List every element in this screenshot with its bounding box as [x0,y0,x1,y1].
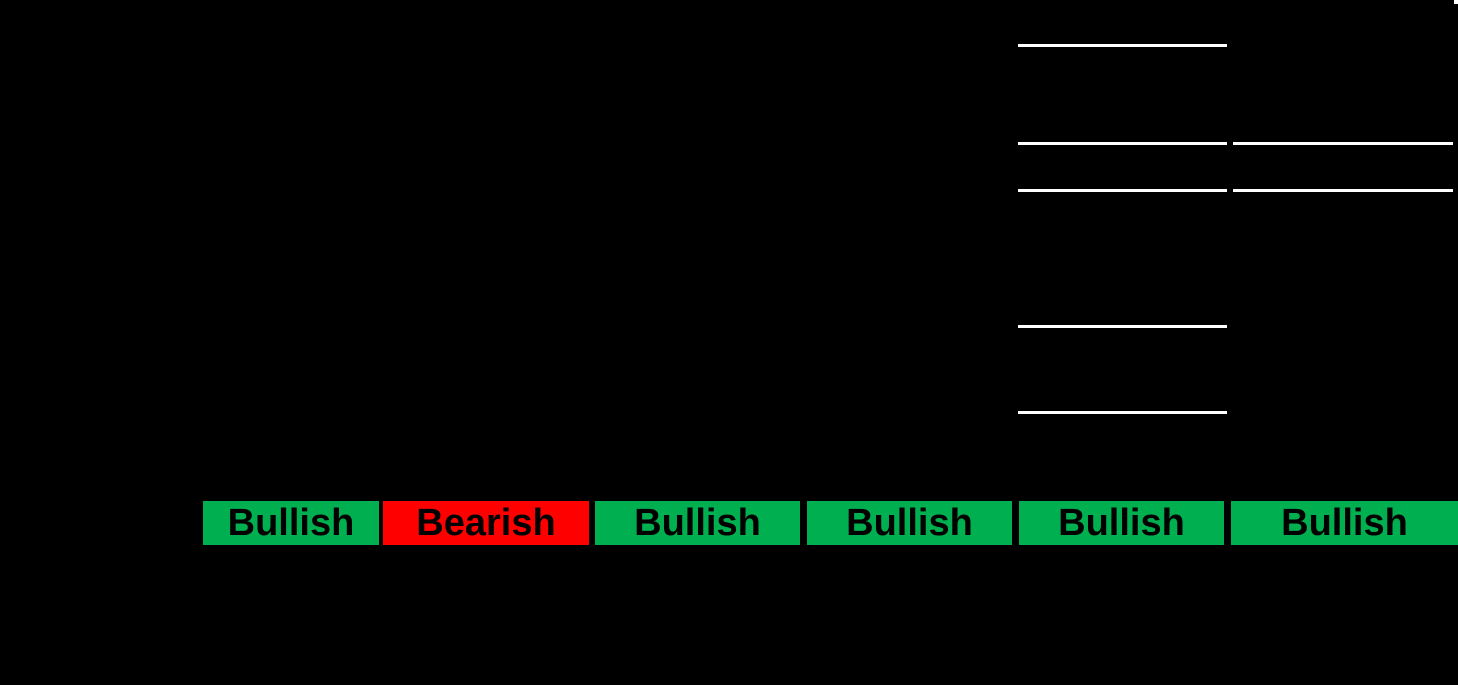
underline-col6-row2 [1233,142,1453,145]
underline-col5-row4 [1018,325,1227,328]
signal-cell-2: Bearish [383,501,589,545]
signal-cell-4: Bullish [807,501,1012,545]
underline-col5-row5 [1018,411,1227,414]
signal-cell-1: Bullish [203,501,379,545]
signal-cell-5: Bullish [1019,501,1224,545]
signal-cell-6: Bullish [1231,501,1458,545]
underline-col5-row1 [1018,44,1227,47]
underline-col5-row3 [1018,189,1227,192]
signal-row: Bullish Bearish Bullish Bullish Bullish … [0,501,1458,545]
underline-col6-row3 [1233,189,1453,192]
corner-artifact [1454,0,1458,4]
underline-col5-row2 [1018,142,1227,145]
signal-cell-3: Bullish [595,501,800,545]
